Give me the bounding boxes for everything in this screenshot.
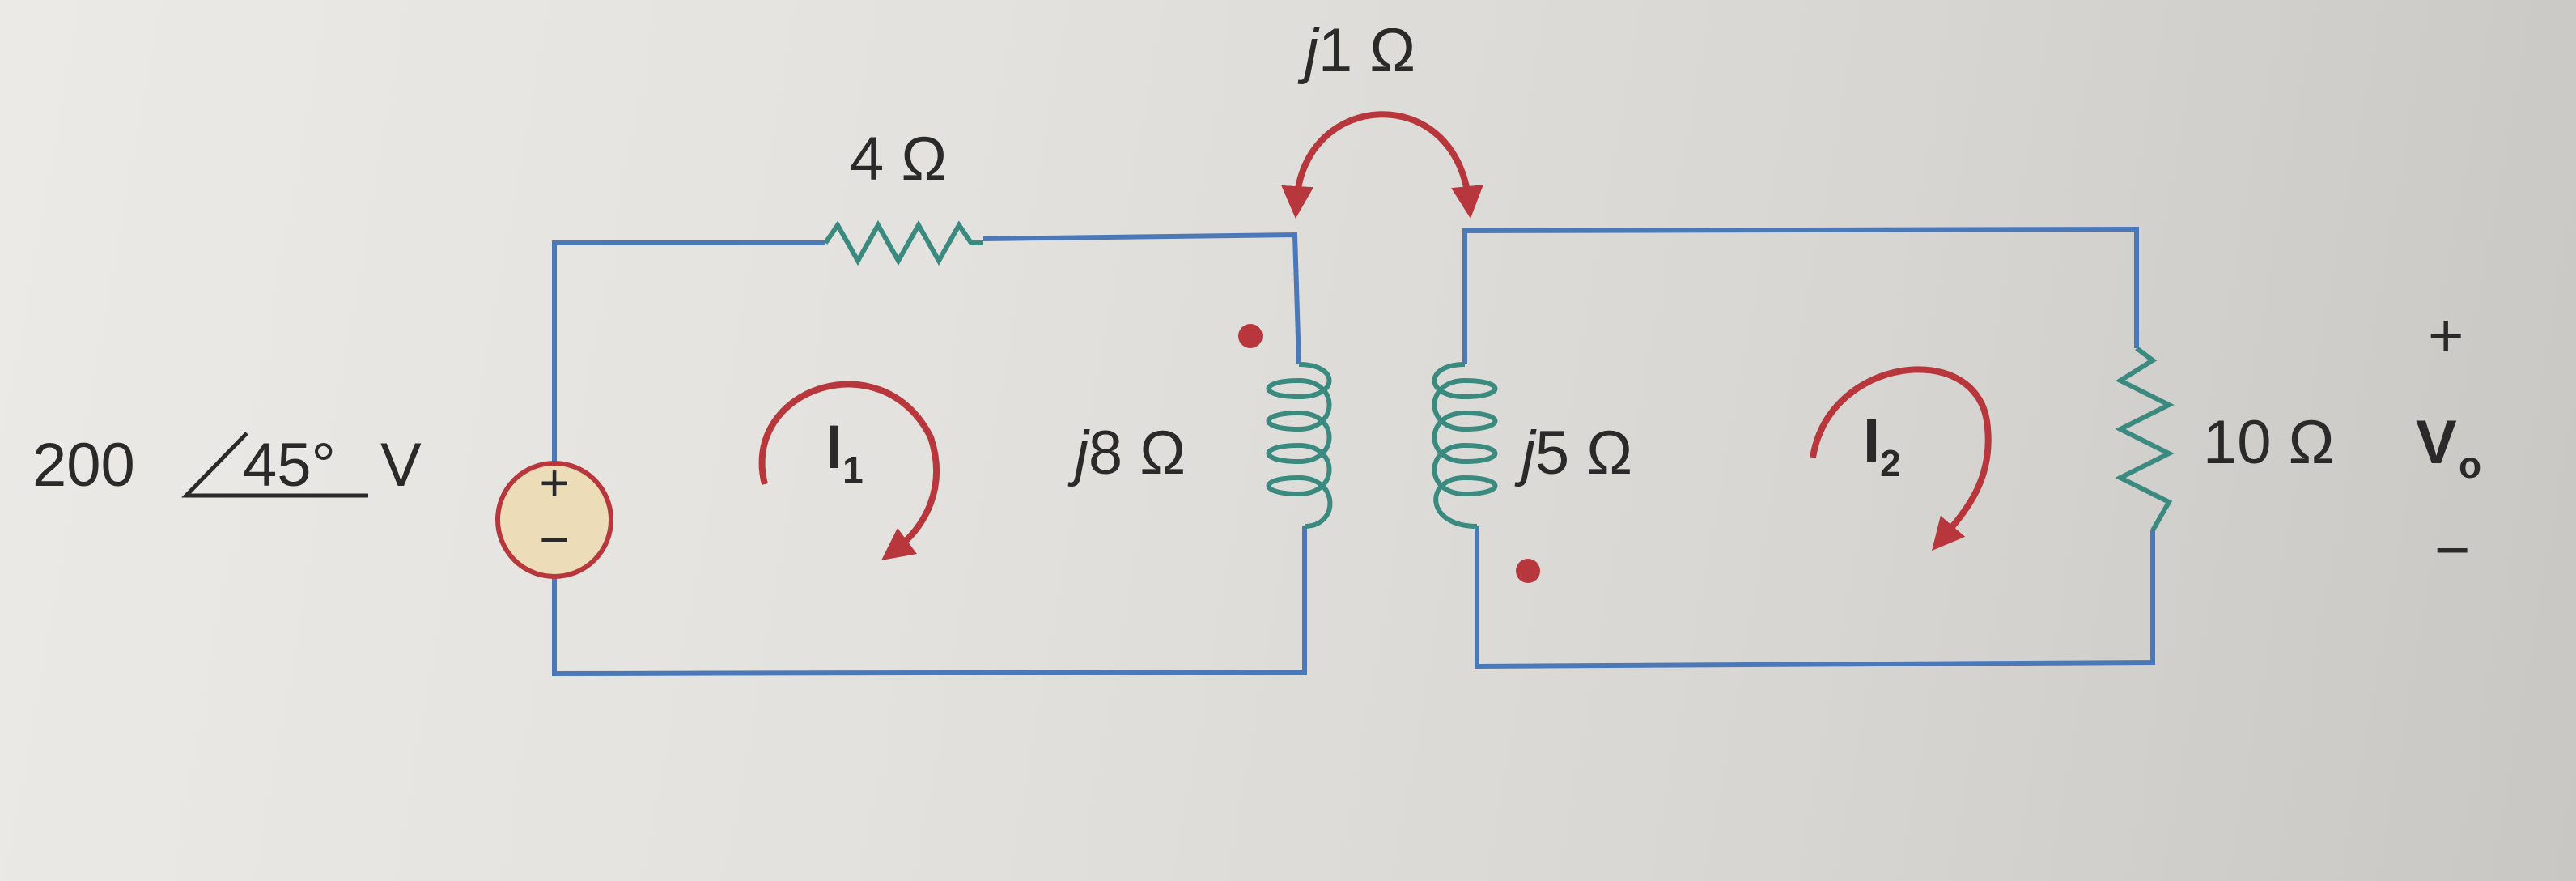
vo-main: V: [2416, 408, 2457, 477]
voltage-source: + −: [495, 453, 613, 579]
voltage-source-plus: +: [539, 453, 569, 512]
mutual-coupling-arrow: [1281, 111, 1483, 219]
vo-sub: o: [2459, 444, 2481, 486]
wire-left-bottom: [552, 526, 1307, 677]
wire-right-top: [1462, 226, 2139, 364]
output-voltage-label: + V o −: [2416, 301, 2481, 585]
voltage-source-minus: −: [539, 510, 569, 568]
right-loop-wires: [1462, 226, 2155, 670]
resistor-10-ohm-label: 10 Ω: [2203, 408, 2334, 477]
vo-minus: −: [2434, 516, 2470, 585]
loop-i1-arrow-icon: [758, 381, 940, 561]
loop-current-i2: I2: [1810, 366, 1992, 551]
polarity-dot-secondary: [1516, 559, 1540, 583]
voltage-source-circle: [495, 461, 613, 579]
source-angle: 45°: [243, 431, 336, 500]
source-unit: V: [380, 431, 422, 500]
loop-i2-arrow-icon: [1810, 366, 1992, 551]
wire-right-bottom: [1475, 526, 2155, 670]
resistor-4-ohm: [823, 219, 983, 266]
inductor-j5-coil: [1432, 362, 1498, 529]
inductor-j8-coil: [1266, 362, 1333, 529]
mutual-impedance-label: j1 Ω: [1297, 16, 1415, 85]
source-magnitude: 200: [32, 431, 135, 500]
inductor-j5-label: j5 Ω: [1514, 419, 1632, 487]
resistor-10-ohm: [2115, 346, 2175, 532]
vo-plus: +: [2428, 301, 2464, 370]
angle-symbol-icon: [181, 432, 368, 498]
wire-top-mid: [982, 232, 1301, 365]
resistor-4-ohm-label: 4 Ω: [850, 125, 947, 194]
loop-current-i1: I1: [758, 381, 940, 561]
wire-top-left: [552, 240, 825, 463]
loop-i1-label: I1: [825, 413, 864, 491]
left-loop-wires: [552, 232, 1307, 677]
loop-i2-label: I2: [1863, 406, 1901, 484]
inductor-j8-label: j8 Ω: [1067, 419, 1186, 487]
polarity-dot-primary: [1238, 324, 1263, 348]
source-value-label: 200 45° V: [32, 431, 422, 500]
